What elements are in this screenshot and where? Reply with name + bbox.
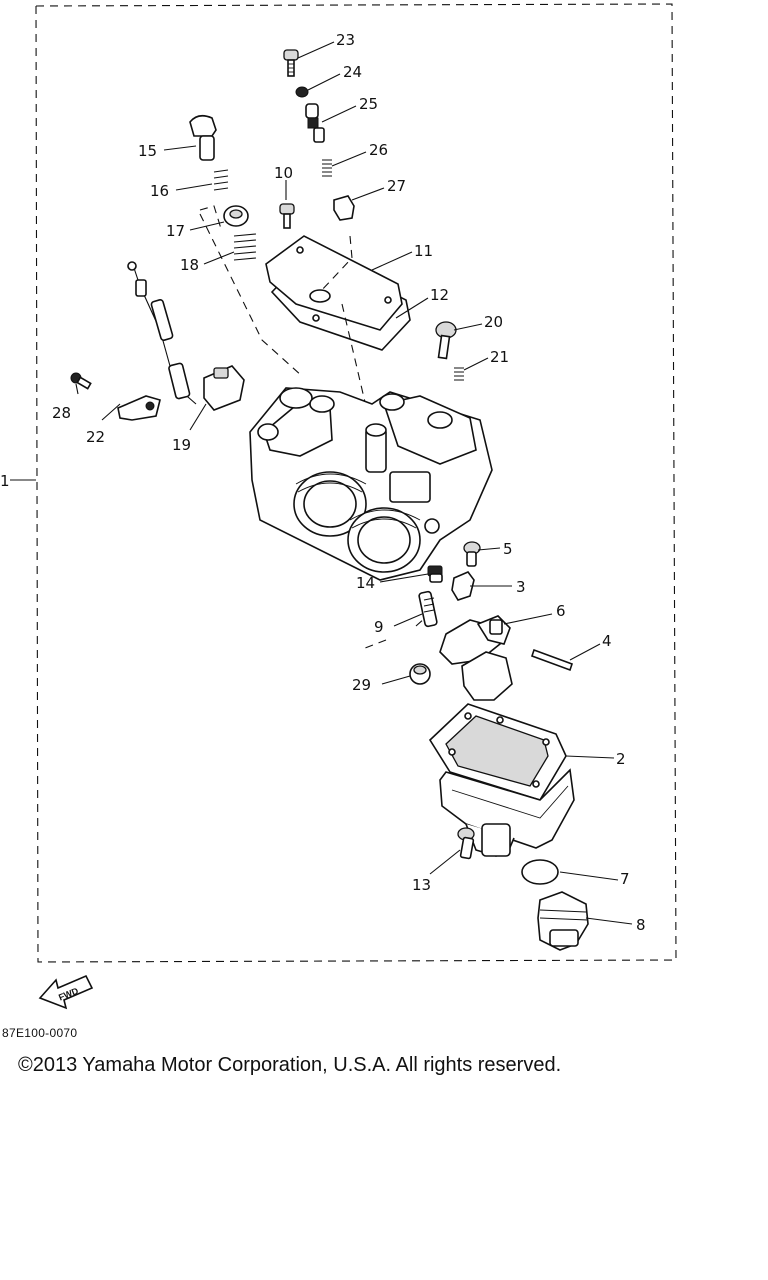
callout-11: 11 bbox=[414, 242, 433, 260]
part-5-screw bbox=[463, 541, 481, 567]
part-26-spring bbox=[322, 159, 332, 177]
carburetor-exploded-diagram: 1 23 24 25 26 27 10 15 16 17 18 11 12 20… bbox=[0, 3, 677, 1010]
part-25-pilot-screw bbox=[305, 103, 325, 143]
assembly-guides bbox=[199, 205, 435, 651]
part-28-screw bbox=[70, 372, 92, 390]
callout-17: 17 bbox=[166, 222, 185, 240]
callout-7: 7 bbox=[620, 870, 630, 888]
callout-6: 6 bbox=[556, 602, 566, 620]
callout-21: 21 bbox=[490, 348, 509, 366]
part-16-spring bbox=[213, 169, 229, 191]
callout-28: 28 bbox=[52, 404, 71, 422]
callout-24: 24 bbox=[343, 63, 362, 81]
callout-16: 16 bbox=[150, 182, 169, 200]
callout-8: 8 bbox=[636, 916, 646, 934]
part-4-pin bbox=[530, 648, 574, 672]
part-22-bracket bbox=[117, 395, 161, 421]
part-9-needle-jet bbox=[418, 590, 438, 628]
part-17-washer bbox=[223, 205, 249, 227]
callout-leaders bbox=[75, 41, 633, 925]
callout-22: 22 bbox=[86, 428, 105, 446]
part-14-jet bbox=[427, 565, 443, 583]
callout-15: 15 bbox=[138, 142, 157, 160]
callout-2: 2 bbox=[616, 750, 626, 768]
part-21-spring bbox=[454, 367, 464, 381]
callout-25: 25 bbox=[359, 95, 378, 113]
callout-9: 9 bbox=[374, 618, 384, 636]
callout-13: 13 bbox=[412, 876, 431, 894]
part-10-screw bbox=[279, 203, 295, 229]
part-15-plunger bbox=[189, 114, 217, 161]
part-27-cap bbox=[333, 195, 355, 221]
callout-1: 1 bbox=[0, 472, 10, 490]
callout-5: 5 bbox=[503, 540, 513, 558]
callout-23: 23 bbox=[336, 31, 355, 49]
callout-labels: 1 23 24 25 26 27 10 15 16 17 18 11 12 20… bbox=[0, 31, 646, 934]
callout-20: 20 bbox=[484, 313, 503, 331]
callout-18: 18 bbox=[180, 256, 199, 274]
part-2-gasket bbox=[428, 703, 567, 801]
part-18-spring bbox=[233, 233, 257, 261]
callout-14: 14 bbox=[356, 574, 375, 592]
callout-27: 27 bbox=[387, 177, 406, 195]
callout-12: 12 bbox=[430, 286, 449, 304]
copyright-notice: ©2013 Yamaha Motor Corporation, U.S.A. A… bbox=[18, 1054, 562, 1076]
carburetor-body bbox=[249, 387, 493, 581]
part-13-screw bbox=[457, 827, 475, 860]
callout-26: 26 bbox=[369, 141, 388, 159]
fwd-arrow-icon: FWD bbox=[38, 974, 94, 1010]
figure-code: 87E100-0070 bbox=[2, 1026, 78, 1040]
part-29-plug bbox=[409, 663, 431, 685]
callout-10: 10 bbox=[274, 164, 293, 182]
callout-3: 3 bbox=[516, 578, 526, 596]
part-24-nut bbox=[295, 86, 309, 98]
part-19-switch bbox=[127, 261, 245, 411]
callout-29: 29 bbox=[352, 676, 371, 694]
callout-4: 4 bbox=[602, 632, 612, 650]
part-7-oring bbox=[521, 859, 559, 885]
part-6-float bbox=[439, 615, 513, 701]
part-8-drain-plug bbox=[537, 891, 589, 951]
part-3-seat bbox=[451, 571, 475, 601]
callout-19: 19 bbox=[172, 436, 191, 454]
part-20-screw bbox=[435, 321, 457, 360]
part-23-screw bbox=[283, 49, 299, 77]
assembly-boundary bbox=[10, 3, 677, 963]
part-11-cover bbox=[265, 235, 403, 331]
